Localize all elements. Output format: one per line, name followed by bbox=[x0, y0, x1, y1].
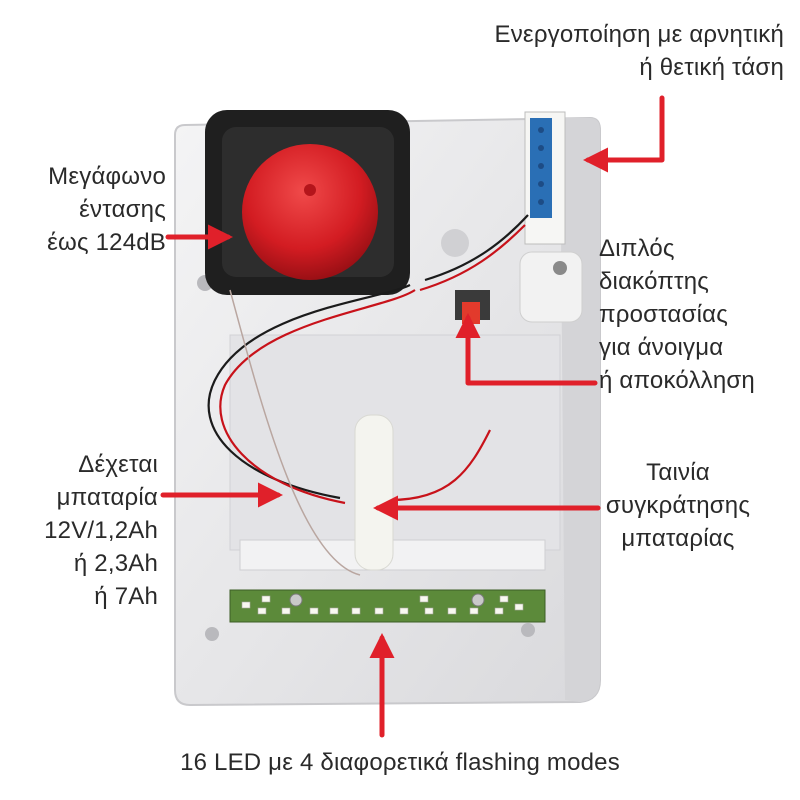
activation-label-line-1: Ενεργοποίηση με αρνητική bbox=[494, 21, 784, 48]
tamper-label-line-2: διακόπτης bbox=[599, 268, 710, 295]
led-board bbox=[229, 589, 546, 623]
tamper-label-line-5: ή αποκόλληση bbox=[599, 367, 755, 394]
activation-label: Ενεργοποίηση με αρνητική ή θετική τάση bbox=[495, 18, 784, 84]
battery-strap bbox=[354, 414, 394, 571]
strap-label: Ταινία συγκράτησης μπαταρίας bbox=[598, 456, 758, 555]
speaker-label-line-1: Μεγάφωνο bbox=[48, 163, 166, 190]
strap-label-line-3: μπαταρίας bbox=[621, 525, 735, 552]
arrow-activation bbox=[583, 95, 665, 173]
strap-label-line-1: Ταινία bbox=[646, 459, 710, 486]
leds-label-text: 16 LED με 4 διαφορετικά flashing modes bbox=[180, 749, 620, 776]
tamper-label-line-3: προστασίας bbox=[599, 301, 728, 328]
mounting-holes bbox=[197, 229, 535, 641]
tamper-label-line-4: για άνοιγμα bbox=[599, 334, 724, 361]
terminal-block bbox=[524, 111, 566, 245]
tamper-label-line-1: Διπλός bbox=[599, 235, 675, 262]
battery-label-line-5: ή 7Ah bbox=[94, 583, 158, 610]
strap-label-line-2: συγκράτησης bbox=[605, 492, 751, 519]
speaker-label-line-3: έως 124dB bbox=[47, 229, 166, 256]
wires bbox=[207, 214, 529, 576]
speaker-label: Μεγάφωνο έντασης έως 124dB bbox=[47, 160, 166, 259]
battery-label-line-3: 12V/1,2Ah bbox=[44, 517, 158, 544]
battery-label-line-4: ή 2,3Ah bbox=[73, 550, 158, 577]
battery-label-line-2: μπαταρία bbox=[56, 484, 158, 511]
speaker-label-line-2: έντασης bbox=[79, 196, 166, 223]
speaker bbox=[205, 110, 410, 295]
leds-label: 16 LED με 4 διαφορετικά flashing modes bbox=[0, 746, 800, 779]
annotation-arrows bbox=[160, 95, 665, 738]
battery-label-line-1: Δέχεται bbox=[78, 451, 158, 478]
tamper-label: Διπλός διακόπτης προστασίας για άνοιγμα … bbox=[599, 232, 755, 397]
activation-label-line-2: ή θετική τάση bbox=[639, 54, 784, 81]
battery-label: Δέχεται μπαταρία 12V/1,2Ah ή 2,3Ah ή 7Ah bbox=[44, 448, 158, 613]
arrow-tamper bbox=[455, 313, 598, 386]
